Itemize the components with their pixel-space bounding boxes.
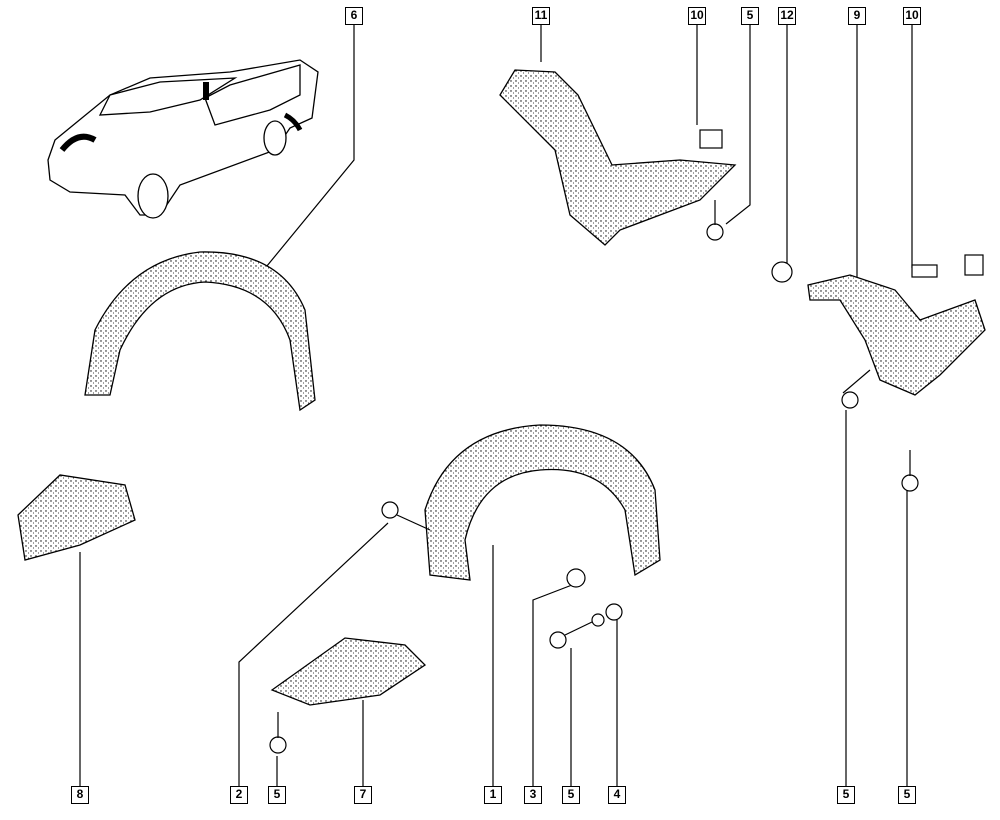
part-1-wheel-arch-liner [424,424,661,581]
clip-10a [699,129,723,149]
callout-5: 5 [898,786,916,804]
part-7-deflector [270,637,427,706]
screw-5-a [269,736,287,754]
plug-3 [566,568,586,588]
callout-6: 6 [345,7,363,25]
leader-6 [261,25,355,273]
screw-5-b [549,631,567,649]
callout-3: 3 [524,786,542,804]
callout-4: 4 [608,786,626,804]
clip-10b [911,264,938,278]
plug-12 [771,261,793,283]
screw-5-c [841,391,859,409]
callout-5: 5 [837,786,855,804]
callout-12: 12 [778,7,796,25]
part-11-rear-liner [499,69,737,246]
screw-5-top [706,223,724,241]
callout-5: 5 [562,786,580,804]
screw-5-d [901,474,919,492]
callout-8: 8 [71,786,89,804]
fasteners [269,129,984,754]
nut-4 [605,603,623,621]
leader-3 [532,584,573,786]
washer [591,613,605,627]
part-6-wheel-arch-liner [84,251,316,412]
callout-11: 11 [532,7,550,25]
callout-9: 9 [848,7,866,25]
leader-2 [238,522,389,786]
part-8-deflector [17,474,136,561]
leader-5-top [725,25,751,225]
callout-1: 1 [484,786,502,804]
callout-10: 10 [903,7,921,25]
callout-5: 5 [741,7,759,25]
car-illustration [47,59,319,219]
callout-5: 5 [268,786,286,804]
callout-7: 7 [354,786,372,804]
clip-10c [964,254,984,276]
callout-10: 10 [688,7,706,25]
part-9-rear-liner [807,274,986,396]
screw-2 [381,501,399,519]
callout-2: 2 [230,786,248,804]
